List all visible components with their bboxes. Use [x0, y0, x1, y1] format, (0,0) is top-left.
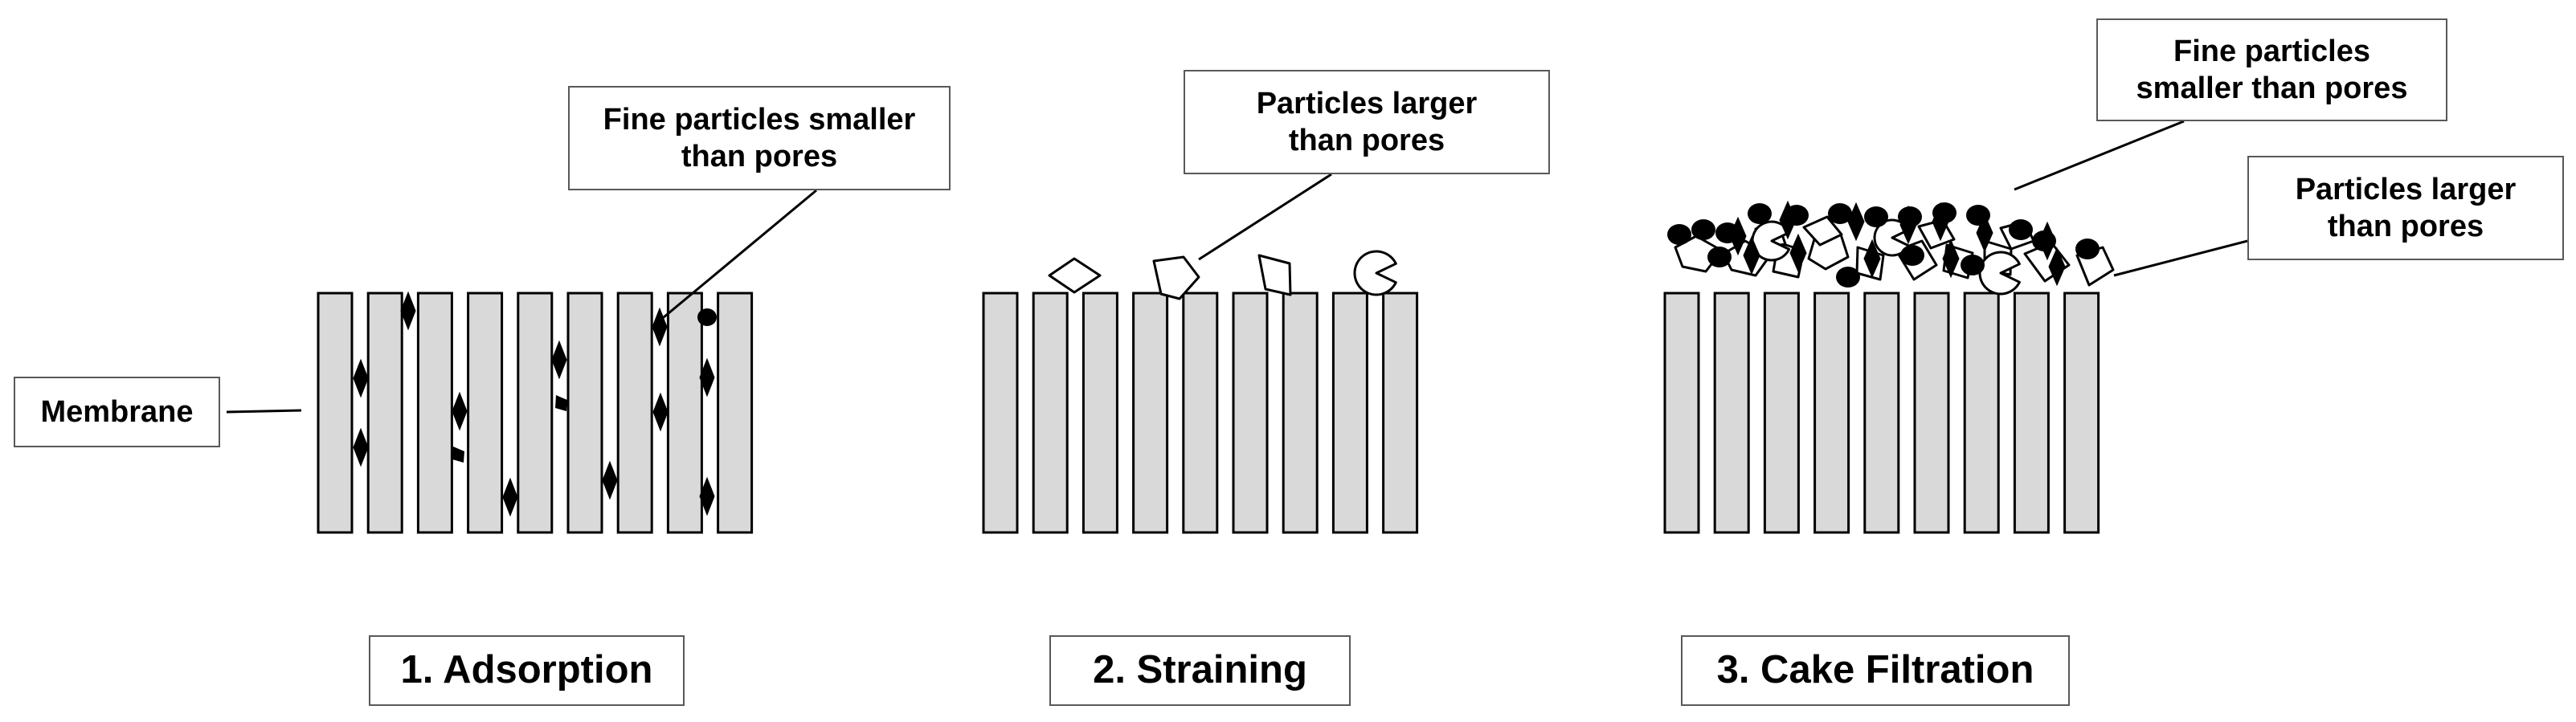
cake-fine-leader [2014, 120, 2185, 191]
membrane-strip [416, 292, 453, 534]
membrane-strips [317, 292, 2100, 534]
membrane-strip [1182, 292, 1219, 534]
membrane-strip [1032, 292, 1069, 534]
large-particle-diamond [1048, 257, 1102, 294]
fine-particle-diamond [2048, 247, 2066, 287]
fine-particle-diamond [1863, 239, 1881, 279]
membrane-strip [1663, 292, 1700, 534]
membrane-strip [982, 292, 1019, 534]
fine-particle-diamond [1932, 202, 1949, 242]
fine-particle-dot [1691, 219, 1715, 240]
large-particle-pentagon [1152, 255, 1200, 300]
membrane-strip [1232, 292, 1269, 534]
fine-particle-dot [2009, 219, 2033, 240]
fine-particle-dot [697, 308, 717, 326]
fine-particle-diamond [551, 340, 567, 380]
membrane-strip [517, 292, 554, 534]
fine-particle-dot [1836, 267, 1860, 288]
membrane-strip [1331, 292, 1368, 534]
fine-particle-dot [1667, 224, 1691, 245]
fine-particle-diamond [652, 307, 668, 347]
membrane-strip [1713, 292, 1750, 534]
fine-particle-dot [1961, 255, 1985, 275]
fine-particle-fragment [452, 447, 464, 463]
membrane-strip [366, 292, 403, 534]
membrane-strip [1282, 292, 1319, 534]
fine-particle-dot [1748, 203, 1772, 224]
fine-particle-diamond [652, 392, 669, 432]
membrane-strip [566, 292, 603, 534]
membrane-leader [226, 409, 302, 414]
fine-particle-diamond [1789, 233, 1807, 273]
membrane-strip [467, 292, 504, 534]
fine-particle-diamond [1899, 205, 1917, 245]
callout-leader-lines [226, 120, 2248, 414]
fine-particle-diamond [699, 476, 715, 516]
cake-large-leader [2113, 239, 2248, 277]
membrane-strip [1813, 292, 1850, 534]
fine-particle-dot [1707, 247, 1732, 267]
membrane-strip [2013, 292, 2050, 534]
large-particle-round [1978, 251, 2021, 296]
caption-adsorption: 1. Adsorption [369, 635, 685, 706]
fine-particle-dot [2075, 239, 2100, 259]
membrane-strip [1082, 292, 1118, 534]
fine-particle-diamond [699, 357, 715, 398]
fine-particle-diamond [452, 391, 468, 431]
membrane-strip [717, 292, 754, 534]
membrane-strip [1132, 292, 1169, 534]
membrane-label: Membrane [14, 377, 220, 447]
membrane-strip [317, 292, 354, 534]
membrane-strip [1763, 292, 1800, 534]
fine-particle-diamond [1779, 200, 1797, 240]
fine-particle-diamond [602, 460, 618, 500]
fine-particle-diamond [1743, 235, 1760, 275]
cake-large-particle [1802, 215, 1843, 247]
fine-particle-diamond [1847, 202, 1865, 242]
membrane-strip [1913, 292, 1950, 534]
membrane-strip [1382, 292, 1419, 534]
fine-particle-fragment [555, 395, 567, 411]
large-particle-quad [1257, 254, 1292, 296]
membrane-strip [616, 292, 653, 534]
caption-cake-filtration: 3. Cake Filtration [1681, 635, 2070, 706]
adsorption-callout: Fine particles smaller than pores [568, 86, 951, 190]
straining-leader [1198, 173, 1332, 261]
membrane-strip [666, 292, 703, 534]
caption-straining: 2. Straining [1049, 635, 1351, 706]
fine-particle-dot [1900, 245, 1924, 266]
straining-callout: Particles larger than pores [1184, 70, 1550, 174]
large-particle-round [1353, 250, 1397, 296]
membrane-strip [1963, 292, 2000, 534]
particles [353, 200, 2115, 517]
fine-particle-diamond [1942, 239, 1960, 279]
fine-particle-diamond [2038, 221, 2056, 261]
membrane-strip [2063, 292, 2100, 534]
fine-particle-diamond [1729, 216, 1747, 256]
fine-particle-diamond [353, 427, 369, 467]
fine-particle-diamond [400, 291, 416, 331]
cake-large-callout: Particles larger than pores [2247, 156, 2564, 260]
fine-particle-dot [1864, 206, 1888, 227]
fine-particle-diamond [1976, 213, 1993, 253]
fine-particle-dot [1828, 203, 1852, 224]
adsorption-leader [658, 189, 817, 323]
fine-particle-diamond [353, 358, 369, 398]
fine-particle-diamond [502, 477, 518, 517]
cake-fine-callout: Fine particles smaller than pores [2096, 18, 2447, 121]
membrane-strip [1863, 292, 1900, 534]
